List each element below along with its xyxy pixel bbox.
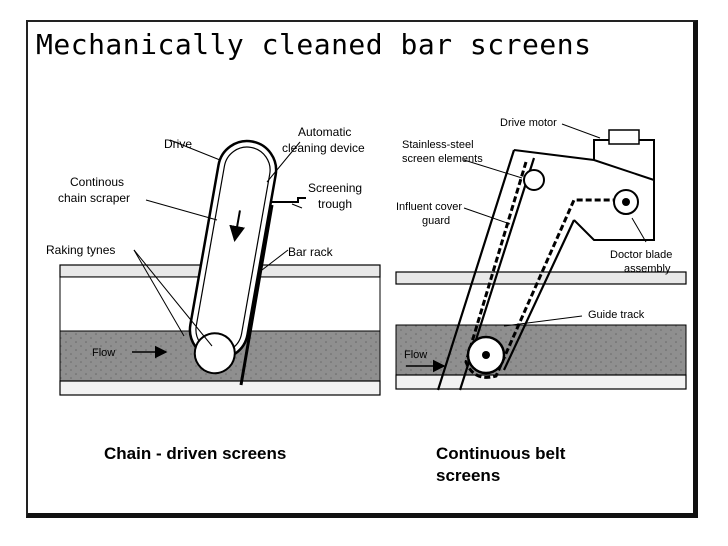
caption-chain-driven: Chain - driven screens	[104, 444, 287, 463]
label-influent-cover: Influent cover	[396, 201, 462, 213]
label-drive: Drive	[164, 137, 192, 151]
continuous-belt-chain	[464, 161, 624, 379]
label-bar-rack: Bar rack	[288, 245, 334, 259]
label-guard: guard	[422, 215, 450, 227]
belt-head-frame	[513, 149, 655, 241]
label-chain-scraper: chain scraper	[58, 191, 130, 205]
label-automatic: Automatic	[298, 125, 351, 139]
label-assembly: assembly	[624, 263, 671, 275]
continuous-belt-screen-diagram: Drive motor Stainless-steel screen eleme…	[395, 117, 687, 391]
diagrams: Drive Automatic cleaning device Continou…	[46, 117, 687, 396]
label-screening: Screening	[308, 181, 362, 195]
label-flow-left: Flow	[92, 347, 115, 359]
left-channel-floor	[59, 380, 381, 396]
right-water	[395, 324, 687, 376]
label-screen-elements: screen elements	[402, 153, 483, 165]
caption-continuous-belt: Continuous belt screens	[436, 443, 596, 487]
label-guide-track: Guide track	[588, 309, 645, 321]
label-continous: Continous	[70, 175, 124, 189]
chain-driven-screen-diagram: Drive Automatic cleaning device Continou…	[46, 125, 381, 396]
left-screen-chain	[188, 139, 278, 375]
label-raking-tynes: Raking tynes	[46, 243, 115, 257]
label-drive-motor: Drive motor	[500, 117, 557, 129]
slide-title: Mechanically cleaned bar screens	[36, 28, 592, 61]
label-doctor-blade: Doctor blade	[610, 249, 672, 261]
left-screening-trough	[272, 197, 306, 203]
label-stainless-steel: Stainless-steel	[402, 139, 474, 151]
top-sprocket	[523, 169, 545, 191]
left-bar-rack	[239, 204, 274, 386]
right-channel-floor	[395, 374, 687, 390]
label-flow-right: Flow	[404, 349, 427, 361]
label-trough: trough	[318, 197, 352, 211]
label-cleaning-device: cleaning device	[282, 141, 365, 155]
caption-continuous-belt-line1: Continuous belt	[436, 444, 566, 463]
caption-continuous-belt-line2: screens	[436, 466, 501, 485]
